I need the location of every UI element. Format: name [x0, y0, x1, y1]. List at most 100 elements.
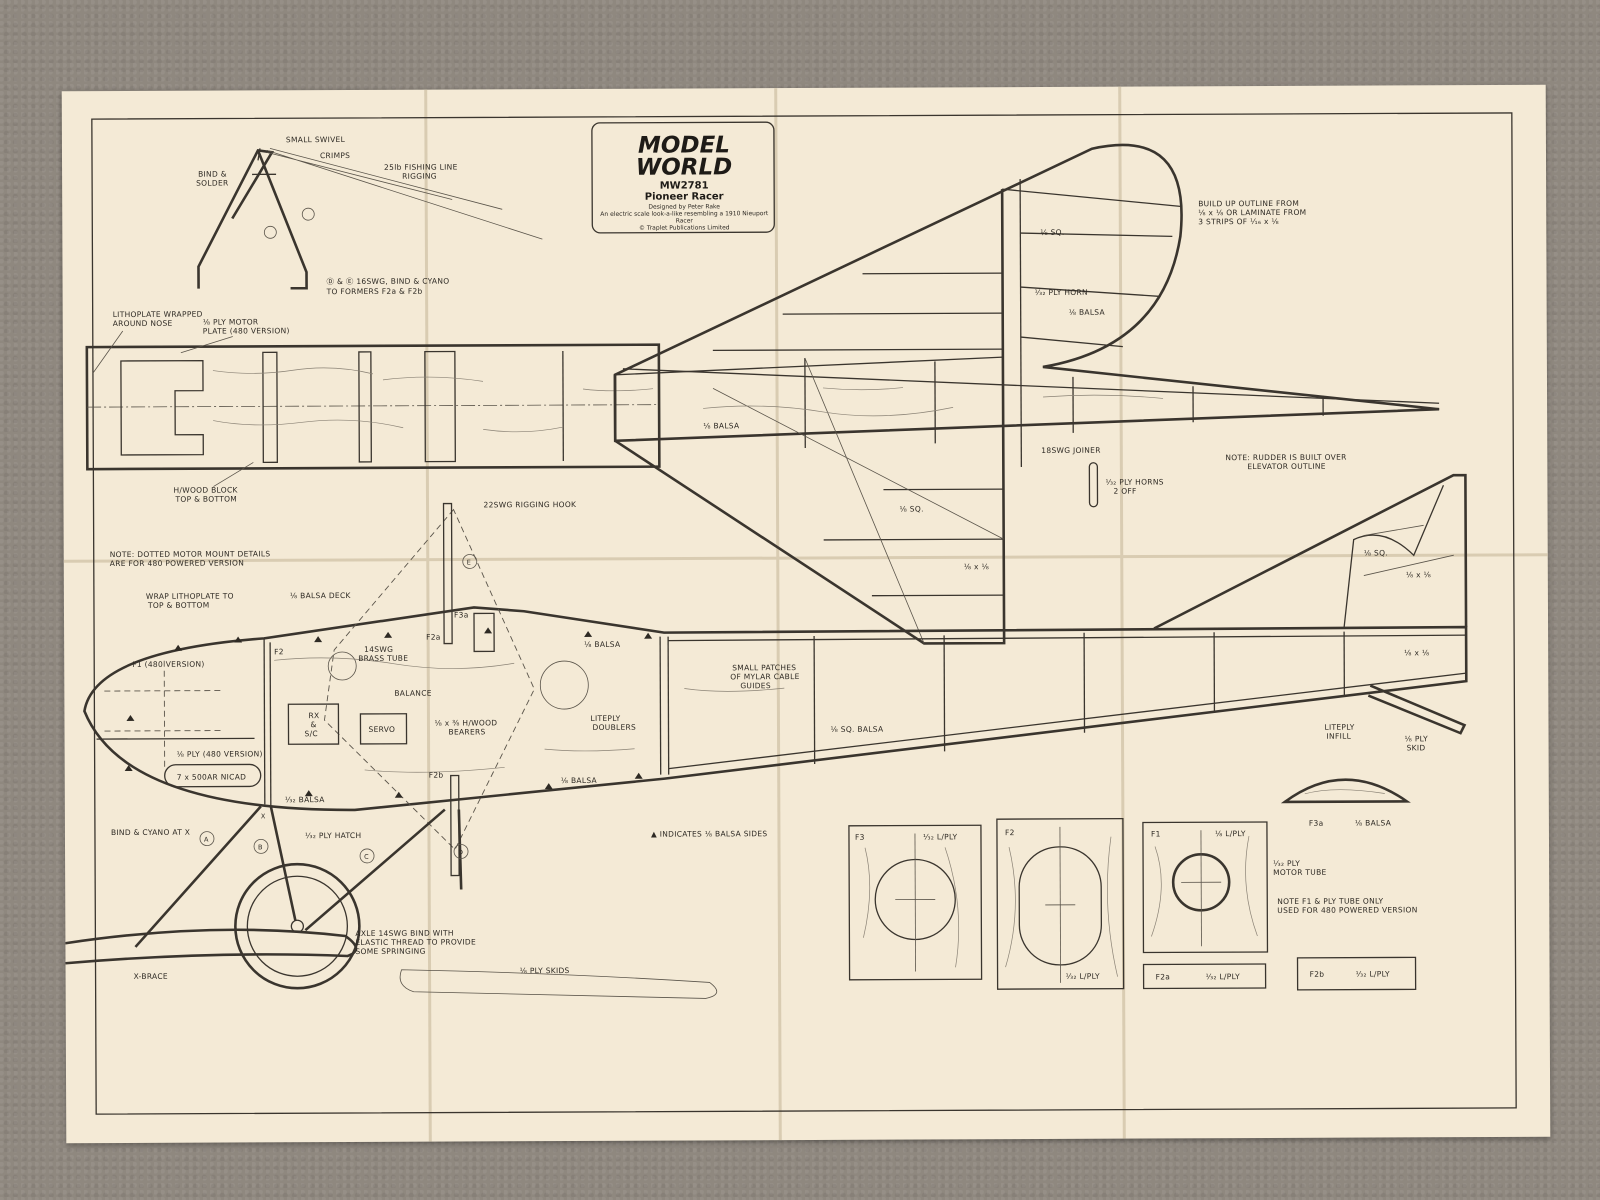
label-axle-1: AXLE 14SWG BIND WITH: [355, 929, 454, 938]
label-indicates-balsa: ▲ INDICATES ⅛ BALSA SIDES: [651, 829, 768, 839]
label-wrap-litho-1: WRAP LITHOPLATE TO: [146, 591, 234, 600]
label-balsa-horn: ⅛ BALSA: [1069, 308, 1106, 317]
label-liteply-doublers-1: LITEPLY: [590, 714, 620, 723]
wire-label-c: C: [364, 853, 369, 861]
description-1: An electric scale look-a-like resembling…: [600, 210, 769, 218]
label-build-outline-3: 3 STRIPS OF ⅟₁₆ x ⅛: [1198, 217, 1279, 226]
label-liteply-doublers-2: DOUBLERS: [592, 723, 636, 732]
label-balsa-fwd: ⅛ BALSA: [584, 640, 621, 649]
label-note-f1-2: USED FOR 480 POWERED VERSION: [1277, 905, 1417, 915]
label-former-f2b-mat: ⅟₃₂ L/PLY: [1356, 969, 1391, 978]
label-build-outline-2: ⅛ x ⅛ OR LAMINATE FROM: [1198, 208, 1306, 217]
label-small-swivel: SMALL SWIVEL: [286, 135, 346, 144]
label-mylar-2: OF MYLAR CABLE: [730, 672, 799, 681]
label-note-dotted-1: NOTE: DOTTED MOTOR MOUNT DETAILS: [110, 549, 271, 559]
label-sq-x-right2: ⅛ x ⅛: [1404, 648, 1429, 657]
label-axle-3: SOME SPRINGING: [355, 947, 425, 956]
label-ply-horn: ⅟₃₂ PLY HORN: [1035, 288, 1088, 297]
former-f2b: F2b ⅟₃₂ L/PLY: [1296, 956, 1417, 991]
label-rigging-hook: 22SWG RIGGING HOOK: [484, 500, 578, 509]
label-motor-tube-1: ⅟₃₂ PLY: [1273, 859, 1300, 868]
label-balsa-bottom: ⅛ BALSA: [561, 776, 598, 785]
label-sq-lower: ⅛ SQ.: [900, 504, 924, 513]
copyright: © Traplet Publications Limited: [639, 224, 730, 231]
label-ply-motor-plate-2: PLATE (480 VERSION): [203, 326, 290, 335]
former-f3a: F3a ⅛ BALSA: [1280, 778, 1411, 828]
former-f3: F3 ⅟₃₂ L/PLY: [848, 824, 983, 981]
mark-x: X: [261, 812, 266, 820]
label-f1-480: F1 (480 VERSION): [132, 660, 204, 669]
label-note-rudder-2: ELEVATOR OUTLINE: [1247, 462, 1325, 471]
label-ply-horns-2: 2 OFF: [1113, 487, 1136, 496]
label-liteply-infill-1: LITEPLY: [1324, 723, 1354, 732]
plan-drawing: MODEL WORLD MW2781 Pioneer Racer Designe…: [63, 86, 1548, 1142]
label-bind-solder-1: BIND &: [198, 170, 227, 179]
label-hwood-block-1: H/WOOD BLOCK: [173, 485, 238, 494]
label-rx-2: &: [310, 720, 316, 729]
brand-world: WORLD: [636, 154, 733, 180]
label-servo: SERVO: [368, 725, 395, 734]
former-f1: F1 ⅛ L/PLY ⅟₃₂ PLY MOTOR TUBE NOTE F1 & …: [1142, 821, 1418, 954]
label-liteply-infill-2: INFILL: [1327, 732, 1352, 741]
designer: Designed by Peter Rake: [648, 203, 720, 210]
rigging-detail: SMALL SWIVEL CRIMPS 25lb FISHING LINE RI…: [196, 135, 543, 296]
label-swg-bind-2: TO FORMERS F2a & F2b: [326, 287, 423, 296]
former-f2a: F2a ⅟₃₂ L/PLY: [1142, 963, 1267, 990]
label-former-f1-mat: ⅛ L/PLY: [1215, 829, 1246, 838]
brand-model: MODEL: [638, 132, 730, 158]
label-note-f1-1: NOTE F1 & PLY TUBE ONLY: [1277, 896, 1383, 905]
plan-sheet: MODEL WORLD MW2781 Pioneer Racer Designe…: [61, 84, 1551, 1144]
title-block: MODEL WORLD MW2781 Pioneer Racer Designe…: [591, 121, 775, 234]
label-rx-1: RX: [308, 711, 319, 720]
label-sq-balsa: ⅛ SQ. BALSA: [830, 725, 883, 734]
label-ply-hatch: ⅟₃₂ PLY HATCH: [305, 831, 361, 840]
label-brass-tube-1: 14SWG: [364, 645, 393, 654]
label-ply-480: ⅛ PLY (480 VERSION): [177, 749, 263, 758]
description-2: Racer: [676, 217, 694, 224]
label-fishing-line-2: RIGGING: [402, 172, 437, 181]
label-bind-solder-2: SOLDER: [196, 179, 228, 188]
label-mylar-1: SMALL PATCHES: [732, 663, 796, 672]
label-swg-bind-1: Ⓓ & Ⓔ 16SWG, BIND & CYANO: [327, 277, 450, 287]
fuselage-side-view: 22SWG RIGGING HOOK NOTE: DOTTED MOTOR MO…: [83, 473, 1468, 877]
label-balsa-lower: ⅟₃₂ BALSA: [285, 795, 325, 804]
label-brass-tube-2: BRASS TUBE: [358, 654, 408, 663]
wire-label-a: A: [204, 836, 209, 844]
label-f2: F2: [274, 647, 284, 656]
label-former-f2: F2: [1005, 828, 1015, 837]
label-ply-skid-2: SKID: [1407, 743, 1426, 752]
label-f2b: F2b: [429, 771, 444, 780]
tailplane-elevator: ⅛ BALSA ⅛ SQ. ⅟₃₂ PLY HORN ⅛ BALSA 18SWG…: [613, 143, 1440, 645]
label-fishing-line-1: 25lb FISHING LINE: [384, 163, 458, 172]
label-former-f2b: F2b: [1310, 970, 1325, 979]
wire-label-d: D: [458, 848, 463, 856]
label-former-f3-mat: ⅟₃₂ L/PLY: [923, 832, 958, 841]
label-crimps: CRIMPS: [320, 151, 350, 160]
label-sq-tail: ⅛ SQ.: [1040, 228, 1064, 237]
label-sq-x-right: ⅛ x ⅛: [1406, 570, 1431, 579]
label-sq-right: ⅛ SQ.: [1364, 548, 1388, 557]
label-ply-skid-1: ⅛ PLY: [1405, 734, 1429, 743]
undercarriage: A B C D E X AXLE 14SWG BIND WITH ELASTIC…: [65, 554, 718, 999]
label-former-f3: F3: [855, 833, 865, 842]
label-former-f2a: F2a: [1156, 972, 1171, 981]
fuselage-top-view: LITHOPLATE WRAPPED AROUND NOSE ⅛ PLY MOT…: [85, 310, 661, 504]
label-note-dotted-2: ARE FOR 480 POWERED VERSION: [110, 558, 244, 568]
label-f2a: F2a: [426, 633, 441, 642]
label-ply-horns-1: ⅟₃₂ PLY HORNS: [1105, 477, 1163, 486]
former-f2: F2 ⅟₃₂ L/PLY: [996, 817, 1125, 990]
label-balsa-tail: ⅛ BALSA: [703, 421, 740, 430]
label-ply-motor-plate-1: ⅛ PLY MOTOR: [203, 317, 259, 326]
label-build-outline-1: BUILD UP OUTLINE FROM: [1198, 199, 1299, 208]
label-joiner: 18SWG JOINER: [1041, 446, 1100, 455]
wire-label-e: E: [467, 558, 471, 566]
label-bearers-1: ⅛ x ⅜ H/WOOD: [434, 718, 497, 727]
label-bind-cyano-x: BIND & CYANO AT X: [111, 828, 190, 837]
label-ply-skids: ⅛ PLY SKIDS: [520, 966, 570, 975]
label-mylar-3: GUIDES: [740, 681, 771, 690]
label-rx-3: S/C: [304, 729, 317, 738]
label-nicad: 7 x 500AR NICAD: [177, 772, 247, 781]
label-f3a: F3a: [454, 610, 469, 619]
label-former-f3a: F3a: [1309, 819, 1324, 828]
plan-border: [91, 112, 1517, 1115]
